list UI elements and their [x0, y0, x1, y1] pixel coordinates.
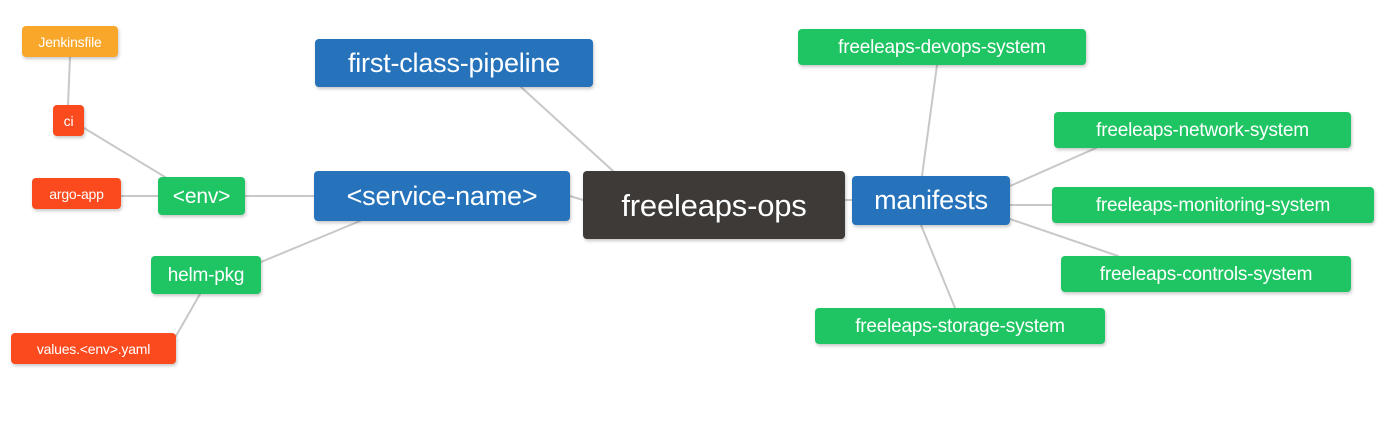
node-network-system[interactable]: freeleaps-network-system: [1054, 112, 1351, 148]
node-label: first-class-pipeline: [347, 47, 561, 78]
edge-ci-to-env: [83, 127, 166, 178]
node-devops-system[interactable]: freeleaps-devops-system: [798, 29, 1086, 65]
node-helm-pkg[interactable]: helm-pkg: [151, 256, 261, 294]
node-label: freeleaps-storage-system: [855, 315, 1065, 337]
node-first-class-pipeline[interactable]: first-class-pipeline: [315, 39, 593, 87]
node-label: ci: [63, 112, 74, 129]
node-argo-app[interactable]: argo-app: [32, 178, 121, 209]
edge-helm-pkg-to-service-name: [260, 220, 361, 263]
edge-service-name-to-freeleaps-ops: [569, 195, 584, 201]
node-monitoring-system[interactable]: freeleaps-monitoring-system: [1052, 187, 1374, 223]
node-label: freeleaps-controls-system: [1099, 263, 1313, 285]
node-label: argo-app: [49, 185, 104, 202]
node-freeleaps-ops[interactable]: freeleaps-ops: [583, 171, 845, 239]
node-label: <env>: [172, 184, 231, 208]
node-label: freeleaps-devops-system: [838, 36, 1046, 58]
edge-values-yaml-to-helm-pkg: [175, 293, 201, 337]
node-label: helm-pkg: [167, 264, 245, 286]
node-manifests[interactable]: manifests: [852, 176, 1010, 225]
node-label: values.<env>.yaml: [36, 340, 151, 357]
node-label: manifests: [874, 185, 988, 215]
edge-manifests-to-devops-system: [921, 64, 938, 177]
node-label: <service-name>: [346, 180, 538, 211]
node-label: Jenkinsfile: [38, 33, 102, 50]
node-storage-system[interactable]: freeleaps-storage-system: [815, 308, 1105, 344]
node-label: freeleaps-ops: [621, 187, 807, 223]
node-service-name[interactable]: <service-name>: [314, 171, 570, 221]
node-label: freeleaps-monitoring-system: [1095, 194, 1331, 216]
node-jenkinsfile[interactable]: Jenkinsfile: [22, 26, 118, 57]
edge-jenkinsfile-to-ci: [67, 56, 71, 106]
edge-manifests-to-network-system: [1009, 147, 1097, 187]
edge-manifests-to-controls-system: [1009, 218, 1119, 257]
node-env[interactable]: <env>: [158, 177, 245, 215]
edge-first-class-pipeline-to-freeleaps-ops: [520, 86, 614, 172]
edge-manifests-to-storage-system: [920, 224, 956, 309]
node-ci[interactable]: ci: [53, 105, 84, 136]
node-label: freeleaps-network-system: [1096, 119, 1309, 141]
node-values-yaml[interactable]: values.<env>.yaml: [11, 333, 176, 364]
node-controls-system[interactable]: freeleaps-controls-system: [1061, 256, 1351, 292]
